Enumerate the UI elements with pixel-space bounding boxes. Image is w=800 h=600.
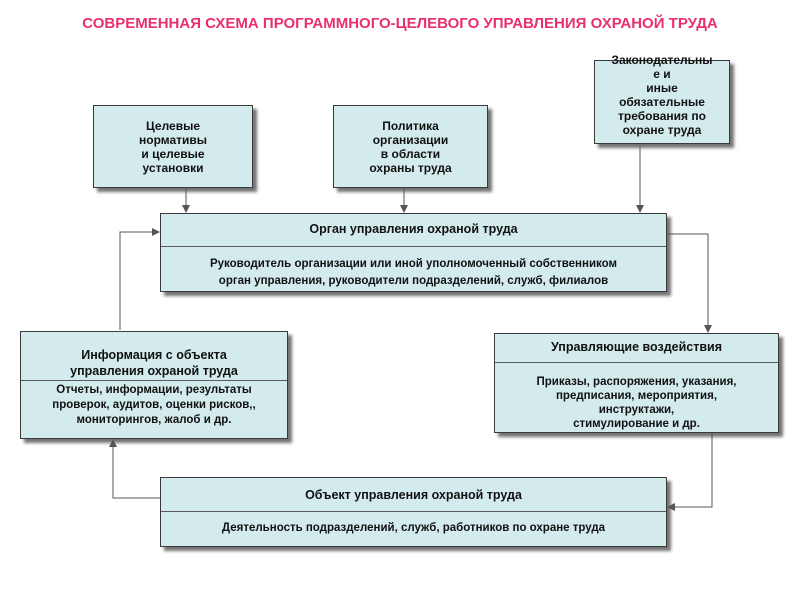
- diagram-title: СОВРЕМЕННАЯ СХЕМА ПРОГРАММНОГО-ЦЕЛЕВОГО …: [82, 15, 718, 32]
- control-actions-heading: Управляющие воздействия: [550, 340, 723, 354]
- target-norms-text: Целевые нормативы и целевые установки: [138, 118, 208, 175]
- management-body-text: Руководитель организации или иной уполно…: [209, 258, 618, 287]
- information-heading: Информация с объекта управления охраной …: [70, 348, 238, 378]
- legal-requirements-text: Законодательны е и иные обязательные тре…: [611, 53, 713, 137]
- information-divider: [21, 380, 287, 381]
- arrow-information-to-body: [119, 228, 160, 330]
- control-actions-box: Управляющие воздействия Приказы, распоря…: [494, 333, 779, 433]
- management-object-text: Деятельность подразделений, служб, работ…: [221, 522, 606, 534]
- management-body-divider: [161, 246, 666, 247]
- arrow-object-to-information: [109, 439, 160, 499]
- management-object-divider: [161, 511, 666, 512]
- organization-policy-box: Политика организации в области охраны тр…: [333, 105, 488, 188]
- management-body-box: Орган управления охраной труда Руководит…: [160, 213, 667, 292]
- control-actions-divider: [495, 362, 778, 363]
- management-body-heading: Орган управления охраной труда: [309, 222, 518, 236]
- arrow-body-to-controls: [667, 233, 712, 333]
- arrow-controls-to-object: [667, 433, 713, 511]
- target-norms-box: Целевые нормативы и целевые установки: [93, 105, 253, 188]
- organization-policy-text: Политика организации в области охраны тр…: [369, 118, 452, 175]
- management-object-heading: Объект управления охраной труда: [305, 488, 522, 502]
- control-actions-text: Приказы, распоряжения, указания, предпис…: [536, 376, 737, 430]
- information-box: Информация с объекта управления охраной …: [20, 331, 288, 439]
- legal-requirements-box: Законодательны е и иные обязательные тре…: [594, 53, 730, 144]
- management-object-box: Объект управления охраной труда Деятельн…: [160, 477, 667, 547]
- information-text: Отчеты, информации, результаты проверок,…: [52, 384, 256, 426]
